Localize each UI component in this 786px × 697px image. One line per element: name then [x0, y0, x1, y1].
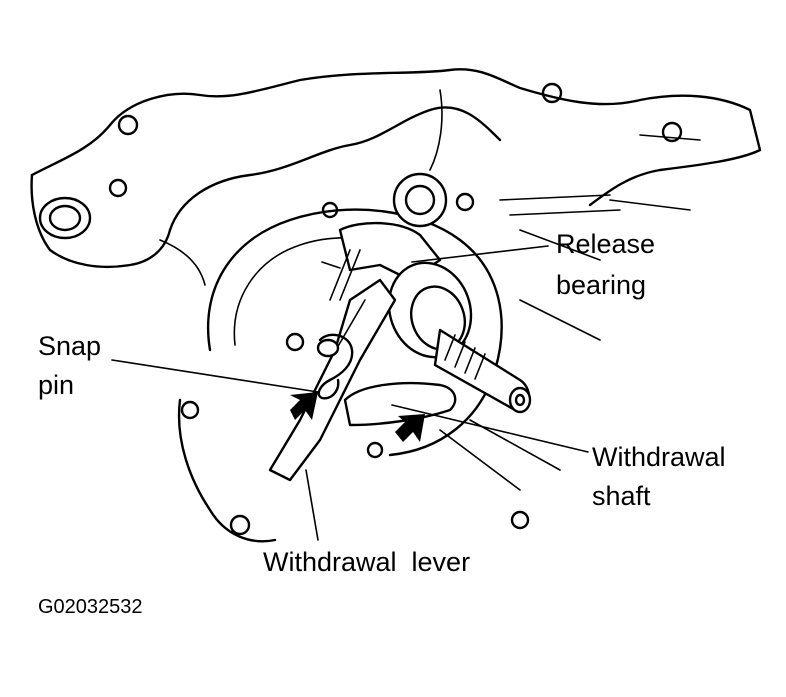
withdrawal-shaft-line-1: Withdrawal: [592, 442, 726, 472]
clutch-bore: [206, 208, 503, 457]
bolt-hole: [541, 82, 563, 104]
bolt-hole: [108, 178, 128, 198]
figure-code: G02032532: [38, 596, 143, 618]
bolt-hole: [180, 400, 200, 420]
snap-pin-line-2: pin: [38, 370, 75, 400]
retainer-boss: [392, 172, 448, 228]
housing-rib: [159, 89, 701, 286]
leader-snap-pin: [111, 359, 319, 393]
housing-top-edge: [168, 106, 502, 232]
housing-lower-edge: [177, 398, 277, 543]
retainer-boss-inner: [404, 184, 436, 216]
bolt-hole: [229, 514, 251, 536]
label-withdrawal-lever: Withdrawal lever: [263, 547, 471, 577]
bolt-hole: [285, 332, 305, 352]
snap-pin-line-1: Snap: [38, 331, 102, 361]
snap-pin-boss: [316, 338, 340, 358]
leader-withdrawal-shaft: [391, 404, 589, 453]
label-release-bearing: Release bearing: [556, 228, 655, 302]
shaft-end: [508, 386, 532, 414]
snap-pin: [317, 333, 354, 400]
housing-left-edge: [30, 173, 172, 268]
housing-rib-2: [439, 194, 621, 491]
bolt-hole: [661, 121, 683, 143]
label-withdrawal-shaft: Withdrawal shaft: [592, 441, 726, 513]
arrow-icon: [395, 414, 425, 442]
bolt-hole: [510, 510, 530, 530]
left-boss-inner: [48, 204, 82, 232]
leader-withdrawal-lever: [305, 469, 319, 541]
leader-release-bearing: [411, 245, 549, 263]
left-boss: [38, 196, 92, 240]
fork-slots: [321, 249, 361, 301]
withdrawal-shaft: [343, 381, 457, 427]
shaft-center: [514, 393, 526, 407]
label-snap-pin: Snap pin: [38, 330, 101, 402]
housing-outline: [30, 68, 762, 207]
withdrawal-shaft-line-2: shaft: [592, 481, 651, 511]
bolt-hole: [455, 192, 475, 212]
shaft-pin-hole: [366, 441, 384, 459]
release-bearing-line-2: bearing: [556, 270, 647, 300]
release-bearing-line-1: Release: [556, 229, 656, 259]
bolt-hole: [117, 114, 139, 136]
shaft-splines: [444, 334, 486, 380]
arrow-icon: [290, 392, 318, 420]
